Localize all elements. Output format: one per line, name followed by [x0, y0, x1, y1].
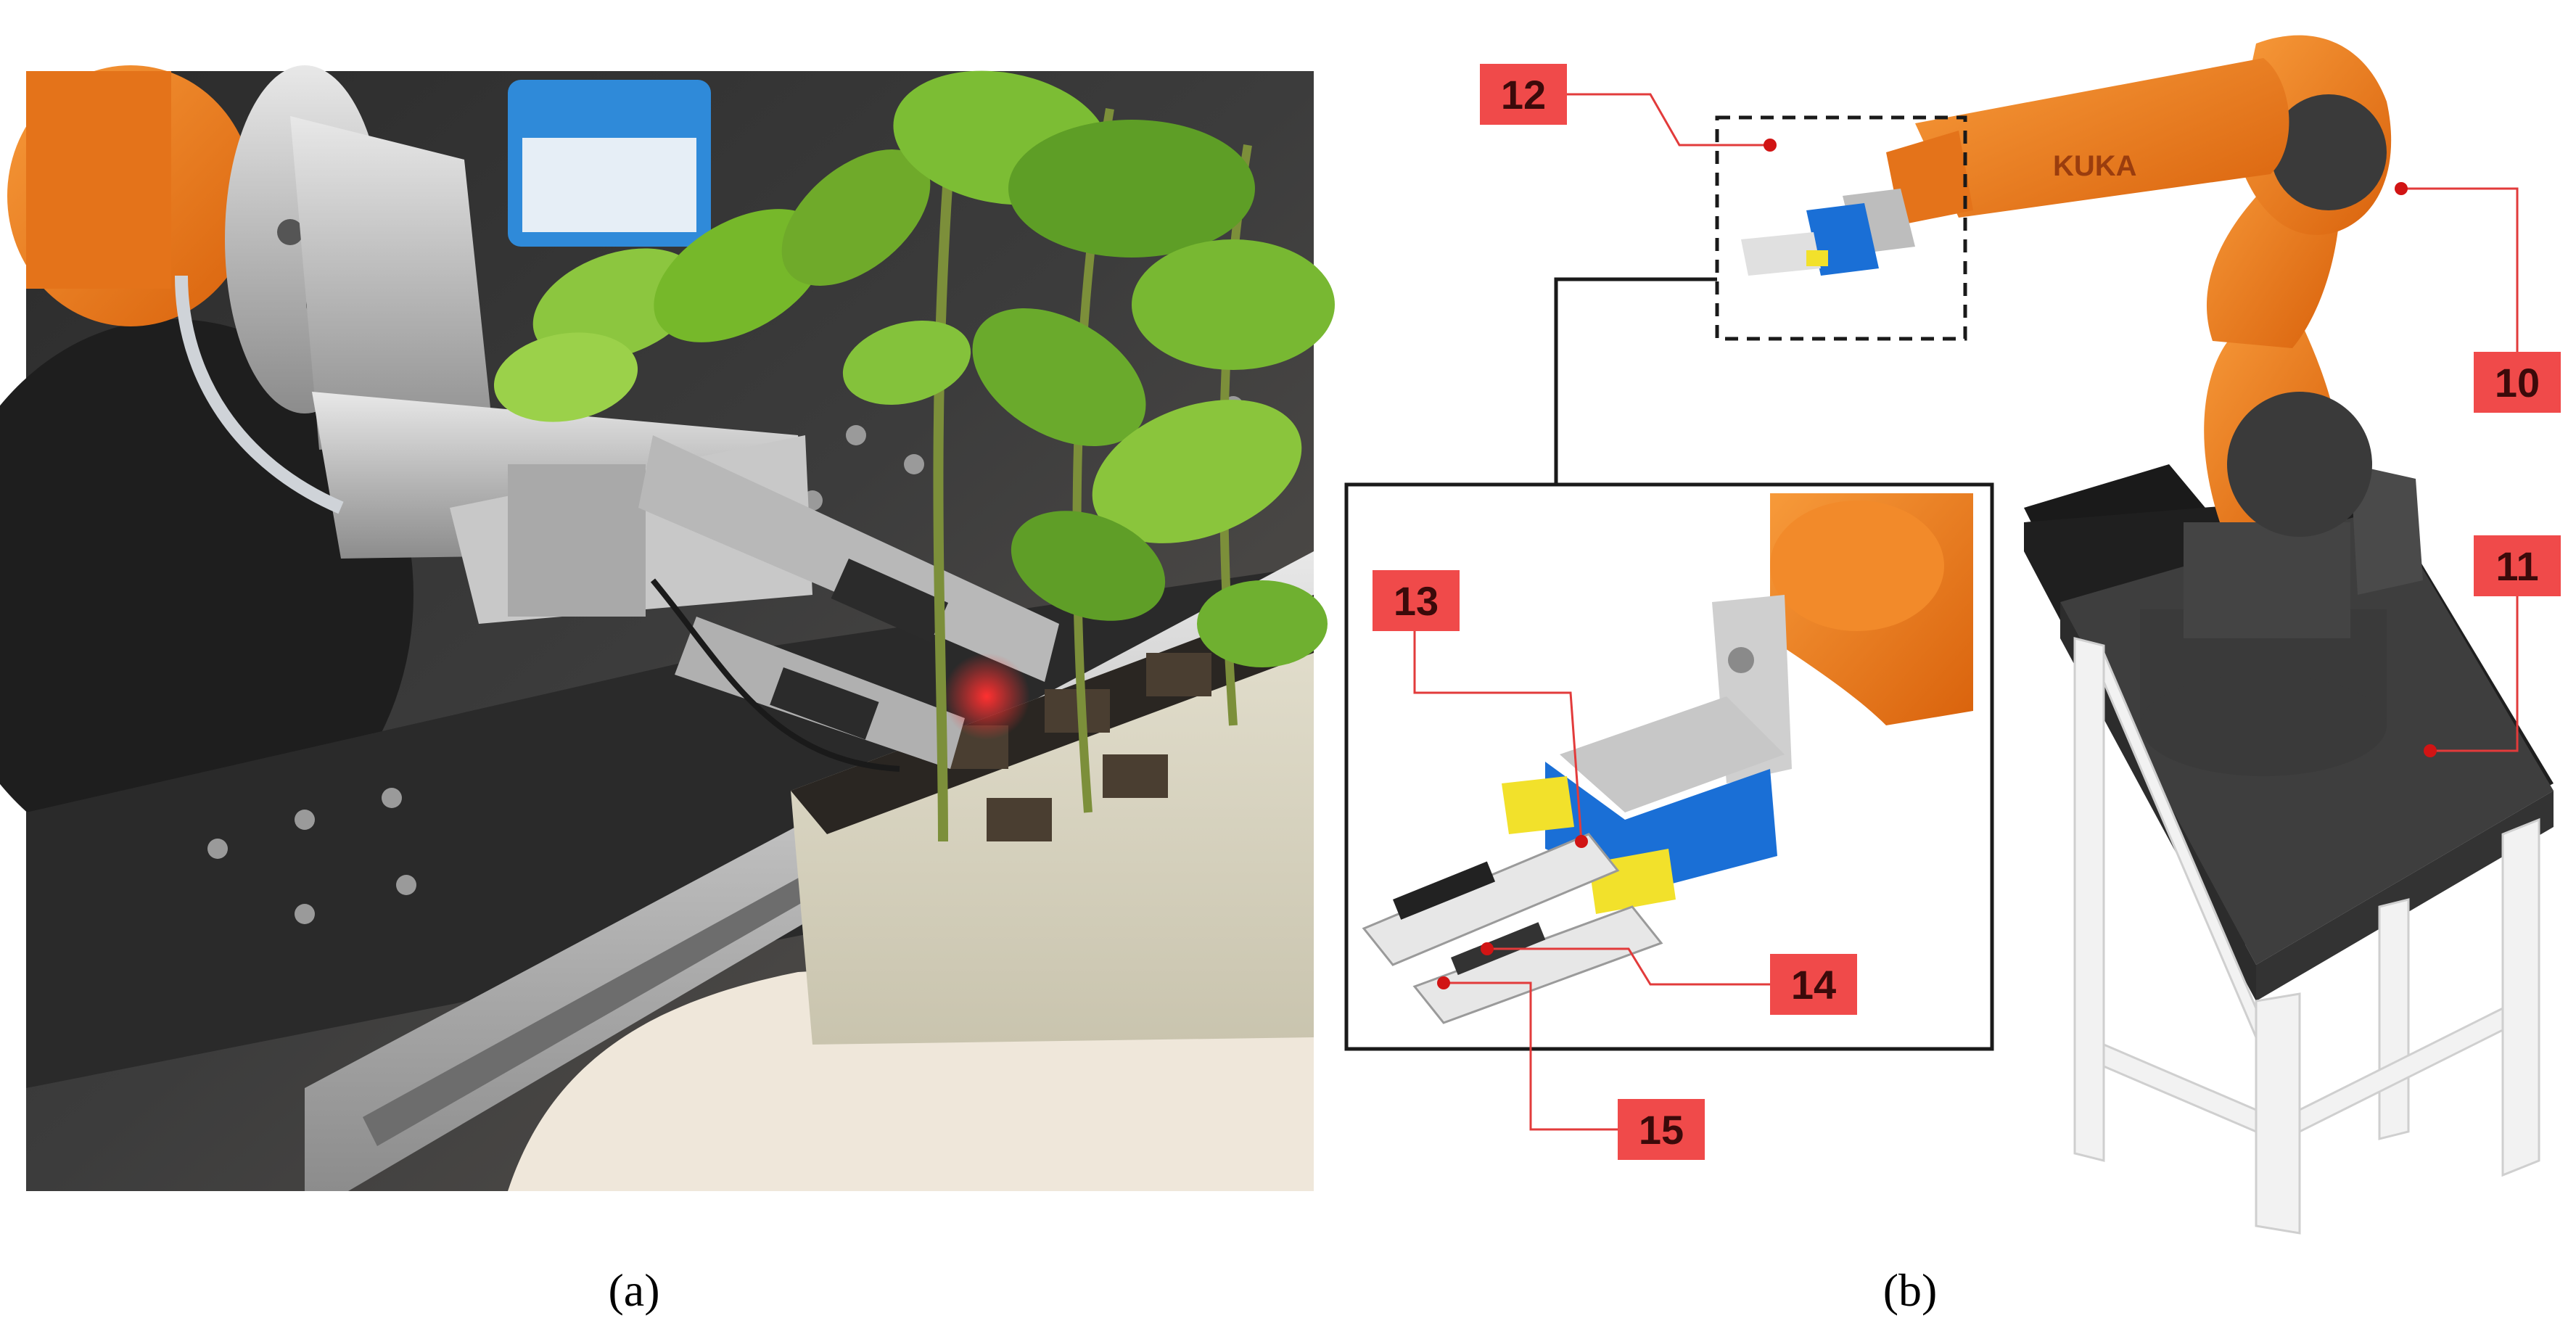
callout-box-15 — [1618, 1099, 1705, 1160]
robot-joint-2 — [2227, 392, 2372, 537]
robot-axis1 — [2184, 522, 2350, 638]
table-frame — [2073, 637, 2540, 1235]
leader-dot-12 — [1764, 139, 1777, 152]
callout-label-10: 10 — [2495, 360, 2540, 405]
leader-dot-13 — [1575, 835, 1588, 848]
callout-box-14 — [1770, 954, 1857, 1015]
leader-line-11 — [2430, 596, 2519, 752]
callout-box-12 — [1480, 64, 1567, 125]
laser-spot — [943, 653, 1030, 740]
callout-10: 10 — [2395, 182, 2561, 413]
platform-holes — [207, 396, 1243, 924]
caption-a: (a) — [608, 1264, 659, 1316]
callout-label-11: 11 — [2495, 543, 2538, 589]
robot-wrist — [1886, 131, 1973, 225]
pneumatic-block — [508, 464, 646, 617]
inset-bracket-horizontal — [1560, 696, 1785, 812]
robot-arm-diagram: KUKA — [1741, 35, 2554, 1235]
kuka-logo: KUKA — [2053, 150, 2137, 182]
callout-label-12: 12 — [1501, 72, 1546, 118]
sensor-cable — [650, 578, 900, 772]
robot-base-bottom — [2140, 675, 2387, 776]
angle-bracket — [290, 116, 493, 450]
callout-box-13 — [1373, 570, 1460, 631]
tomato-seedlings — [493, 70, 1335, 842]
callout-13: 13 — [1373, 570, 1588, 848]
callout-box-11 — [2474, 535, 2561, 596]
callout-11: 11 — [2424, 535, 2561, 757]
photo-panel — [0, 65, 1335, 1191]
leader-dot-15 — [1437, 976, 1450, 989]
inset-finger-pad-upper — [1393, 861, 1496, 920]
inset-finger-lower — [1412, 905, 1663, 1024]
small-gripper-yellow — [1806, 250, 1828, 266]
zoom-region-box — [1715, 115, 1967, 341]
finger-pad-upper — [831, 558, 949, 643]
robot-forearm — [1915, 58, 2289, 218]
leader-dot-10 — [2395, 182, 2408, 195]
inset-bracket-hole — [1728, 647, 1754, 673]
robot-base-cylinder — [0, 319, 413, 870]
inset-robot-joint — [1770, 501, 1944, 631]
callout-14: 14 — [1481, 942, 1857, 1015]
callout-label-15: 15 — [1639, 1107, 1684, 1153]
leader-line-10 — [2401, 187, 2519, 352]
small-gripper-fingers — [1741, 232, 1821, 276]
finger-pad-lower — [770, 667, 879, 740]
callout-12: 12 — [1480, 64, 1777, 152]
leader-dot-11 — [2424, 744, 2437, 757]
pneumatic-hose — [175, 275, 344, 514]
inset-gripper-yellow-upper — [1502, 776, 1574, 834]
callout-label-13: 13 — [1394, 578, 1439, 624]
table-top-edge-right — [2256, 791, 2554, 1001]
leader-line-13 — [1413, 630, 1583, 842]
robot-arm-orange — [26, 71, 171, 289]
callout-box-10 — [2474, 352, 2561, 413]
callout-label-14: 14 — [1791, 962, 1836, 1008]
leader-line-15 — [1444, 981, 1618, 1131]
zoom-connector — [1554, 277, 1717, 562]
sensor-label — [522, 138, 696, 232]
robot-joint-3 — [2271, 94, 2387, 210]
gripper-detail-inset — [1344, 482, 1994, 1051]
leader-line-12 — [1567, 93, 1770, 147]
leader-dot-14 — [1481, 942, 1494, 955]
seedling-tray — [791, 595, 1314, 1045]
inset-finger-upper — [1362, 833, 1620, 966]
robot-motor-housing — [2350, 464, 2423, 595]
callout-15: 15 — [1437, 976, 1705, 1160]
caption-b: (b) — [1883, 1264, 1938, 1316]
leader-line-14 — [1487, 947, 1770, 986]
